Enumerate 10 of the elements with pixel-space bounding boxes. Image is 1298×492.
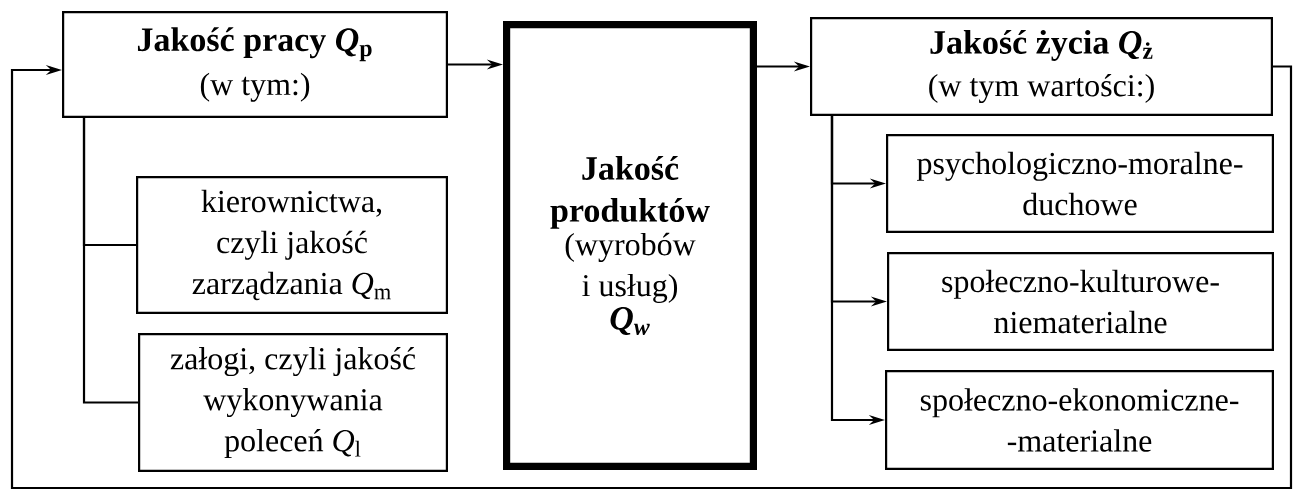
arrow [10,64,1293,490]
process-box: społeczno-ekonomiczne- -materialne [885,370,1274,470]
process-box: Jakość życia Q$_{ż}$ (w tym wartości:) [810,17,1273,116]
process-box: Jakość produktów (wyrobów i usług) Q$_{w}$ [503,21,757,470]
process-box: kierownictwa, czyli jakość zarządzania Q$_{m}$ [136,176,448,314]
process-box: Jakość pracy Q$_{p}$ (w tym:) [62,11,448,118]
connector-line [82,118,138,404]
process-box: załogi, czyli jakość wykonywania poleceń Q$_{l}$ [138,333,448,472]
process-box: psychologiczno-moralne-duchowe [886,134,1274,233]
process-box: społeczno-kulturowe-niematerialne [887,252,1274,351]
